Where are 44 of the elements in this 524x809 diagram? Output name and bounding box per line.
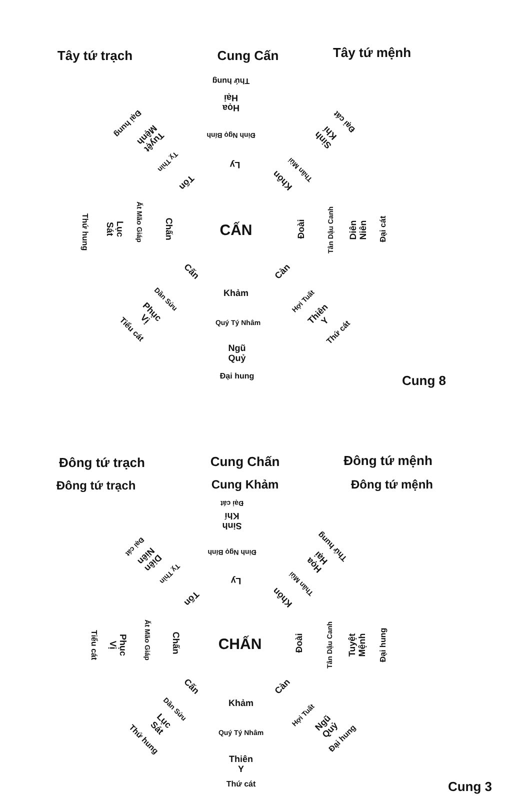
heading: Đông tứ trạch [59, 456, 145, 470]
fortune-label: Thứ cát [226, 780, 256, 790]
fortune-label: Đại cát [380, 216, 388, 242]
star-label: Phục Vị [107, 634, 127, 656]
star-label: Ngũ Quỷ [228, 344, 246, 364]
heading: Cung Khảm [211, 478, 279, 492]
palace-number: Cung 8 [402, 374, 446, 388]
trigram-label: Ly [230, 159, 240, 169]
star-label: Diên Niên [349, 220, 369, 240]
fortune-label: Tiểu cát [88, 630, 98, 660]
fortune-label: Đại hung [380, 628, 388, 662]
trigram-label: Ly [230, 575, 242, 585]
heading: Đông tứ mệnh [351, 478, 433, 492]
heading: Cung Cấn [217, 48, 279, 64]
heading: Đông tứ mệnh [344, 454, 432, 468]
star-label: Lục Sát [104, 221, 124, 237]
trigram-label: Chấn [163, 218, 173, 240]
trigram-label: Khảm [228, 699, 254, 709]
center-trigram: CẤN [220, 222, 252, 240]
star-label: Thiên Y [229, 755, 253, 775]
heading: Đông tứ trạch [56, 479, 136, 493]
heading: Tây tứ trạch [57, 48, 133, 64]
heading: Cung Chấn [210, 454, 280, 470]
trigram-label: Tốn [182, 588, 200, 608]
trigram-label: Đoài [295, 633, 305, 653]
fortune-label: Đại cát [332, 108, 358, 134]
star-label: Sinh Khí [222, 510, 242, 530]
trigram-label: Tốn [176, 172, 196, 192]
heading: Tây tứ mệnh [332, 46, 412, 60]
star-label: Tuyệt Mệnh [348, 633, 368, 657]
star-label: Họa Hại [222, 92, 240, 112]
trigram-label: Chấn [170, 632, 180, 654]
fortune-label: Đại hung [220, 372, 254, 382]
palace-number: Cung 3 [448, 780, 492, 794]
fortune-label: Thứ hung [212, 76, 250, 84]
star-label: Lục Sát [148, 712, 173, 736]
trigram-label: Cấn [181, 262, 201, 282]
center-trigram: CHẤN [218, 636, 262, 654]
trigram-label: Càn [273, 677, 293, 697]
fortune-label: Thứ hung [80, 213, 88, 251]
trigram-label: Cấn [181, 677, 201, 697]
trigram-label: Khảm [224, 289, 248, 299]
trigram-label: Đoài [297, 219, 307, 239]
trigram-label: Càn [273, 262, 293, 282]
